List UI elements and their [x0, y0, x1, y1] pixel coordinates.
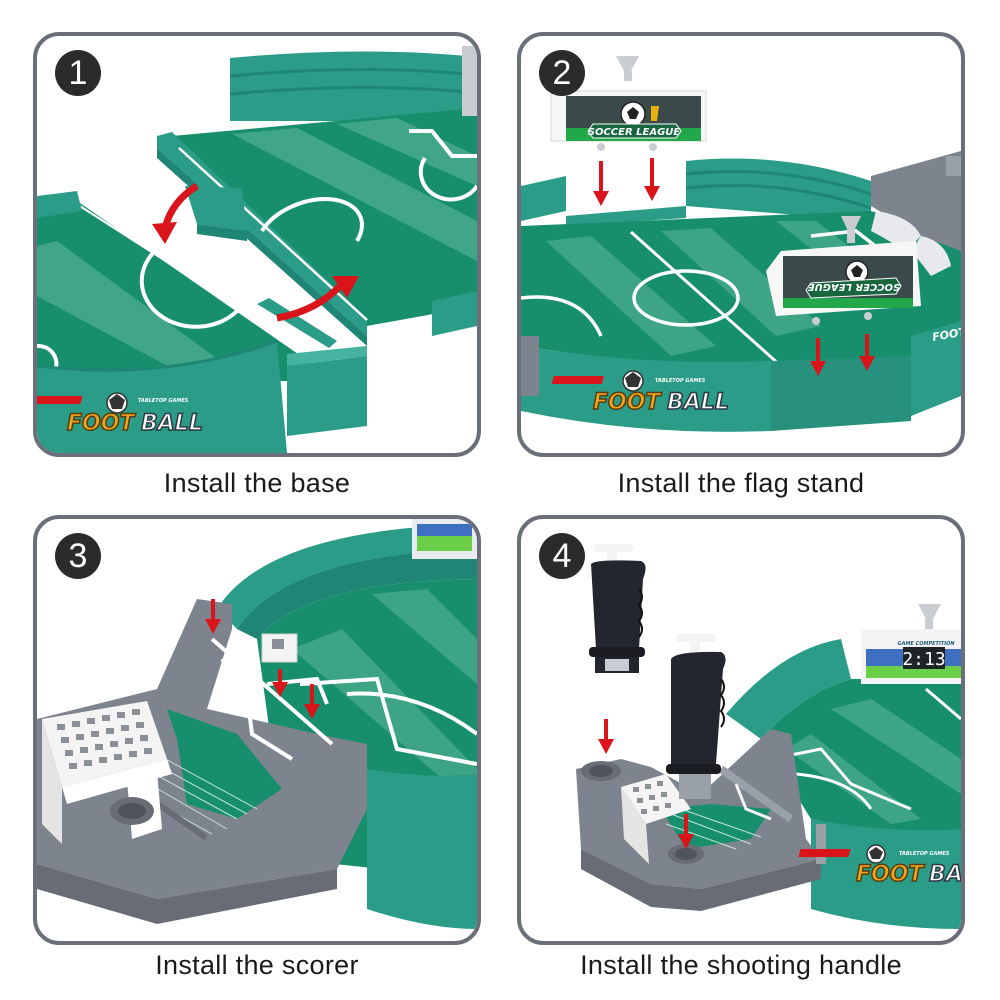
step-2-caption: Install the flag stand — [617, 468, 865, 498]
goal-net-icon — [42, 701, 172, 844]
step-1-caption: Install the base — [163, 468, 351, 498]
logo-tagline: TABLETOP GAMES — [138, 398, 189, 404]
arrow-icon — [598, 719, 694, 849]
shooting-handle-installed — [666, 634, 726, 799]
arrow-icon — [593, 158, 660, 206]
logo-word-left: FOOT — [67, 411, 136, 436]
logo-word-right: BA — [929, 862, 961, 887]
football-logo: TABLETOP GAMES FOOT BALL — [551, 370, 730, 416]
football-logo: TABLETOP GAMES FOOT BA — [798, 844, 961, 888]
step-4-illustration: GAME COMPETITION 2:13 — [576, 544, 961, 929]
right-base-half — [157, 46, 477, 346]
trophy-icon — [616, 56, 639, 71]
sign-text-top: SOCCER LEAGUE — [588, 127, 681, 138]
flag-stand-sign-bottom: SOCCER LEAGUE — [766, 216, 921, 325]
step-4-number-badge: 4 — [539, 533, 585, 579]
arrow-icon — [810, 334, 875, 376]
arrowhead-icon — [332, 276, 359, 298]
logo-word-left: FOOT — [856, 862, 925, 887]
step-2-panel: 2 — [517, 32, 965, 457]
logo-tagline: TABLETOP GAMES — [899, 851, 950, 857]
scoreboard-score: 2:13 — [902, 649, 945, 670]
shooting-handle-detached — [589, 544, 646, 673]
logo-word-right: BALL — [141, 411, 203, 436]
logo-tagline: TABLETOP GAMES — [655, 378, 706, 384]
arrow-icon — [205, 599, 320, 719]
step-1-number-badge: 1 — [55, 50, 101, 96]
arrowhead-icon — [152, 222, 177, 244]
step-4-panel: 4 GAME COMPETITION 2:13 — [517, 515, 965, 945]
logo-word-left: FOOT — [593, 390, 662, 415]
step-4-caption: Install the shooting handle — [580, 950, 902, 980]
step-3-caption: Install the scorer — [155, 950, 359, 980]
football-logo: TABLETOP GAMES FOOT BALL — [37, 392, 204, 437]
step-3-number-badge: 3 — [55, 533, 101, 579]
scoreboard-title: GAME COMPETITION — [897, 641, 955, 647]
step-2-number-badge: 2 — [539, 50, 585, 96]
flag-stand-sign-top: SOCCER LEAGUE — [550, 56, 707, 151]
step-3-illustration — [37, 519, 477, 929]
logo-word-right: BALL — [667, 390, 729, 415]
sign-text-bottom: SOCCER LEAGUE — [808, 281, 901, 292]
step-1-panel: 1 — [33, 32, 481, 457]
step-1-illustration: TABLETOP GAMES FOOT BALL — [37, 46, 477, 453]
arrow-icon — [276, 281, 345, 322]
trophy-icon — [918, 604, 941, 619]
trophy-icon — [841, 216, 861, 231]
left-base-half — [37, 191, 367, 453]
step-2-illustration: SOCCER LEAGUE SOCCER LEAGUE — [521, 56, 961, 432]
scoreboard: GAME COMPETITION 2:13 — [861, 604, 961, 684]
step-3-panel: 3 — [33, 515, 481, 945]
